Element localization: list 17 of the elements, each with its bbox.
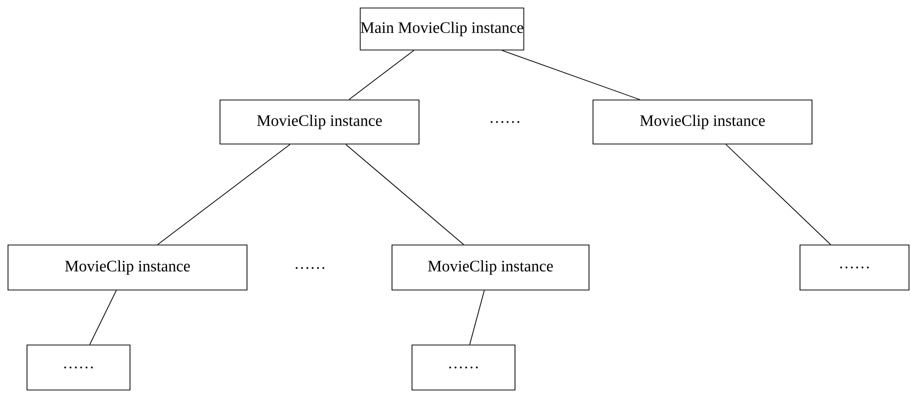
connector-line [502, 50, 640, 100]
ellipsis-text: …… [490, 121, 520, 123]
connector-line [469, 290, 485, 345]
instance-box: Main MovieClip instance [360, 8, 524, 50]
instance-box: …… [800, 244, 910, 290]
connector-line [725, 144, 831, 245]
instance-box: MovieClip instance [592, 100, 812, 144]
connector-line [348, 50, 414, 100]
ellipsis-text: …… [296, 267, 324, 269]
connector-line [89, 290, 117, 345]
instance-box: …… [26, 344, 130, 390]
connector-line [157, 144, 290, 245]
instance-box: …… [412, 344, 516, 390]
instance-box: MovieClip instance [8, 244, 248, 290]
instance-box: MovieClip instance [392, 244, 590, 290]
connector-line [345, 144, 464, 245]
instance-box: MovieClip instance [220, 100, 420, 144]
